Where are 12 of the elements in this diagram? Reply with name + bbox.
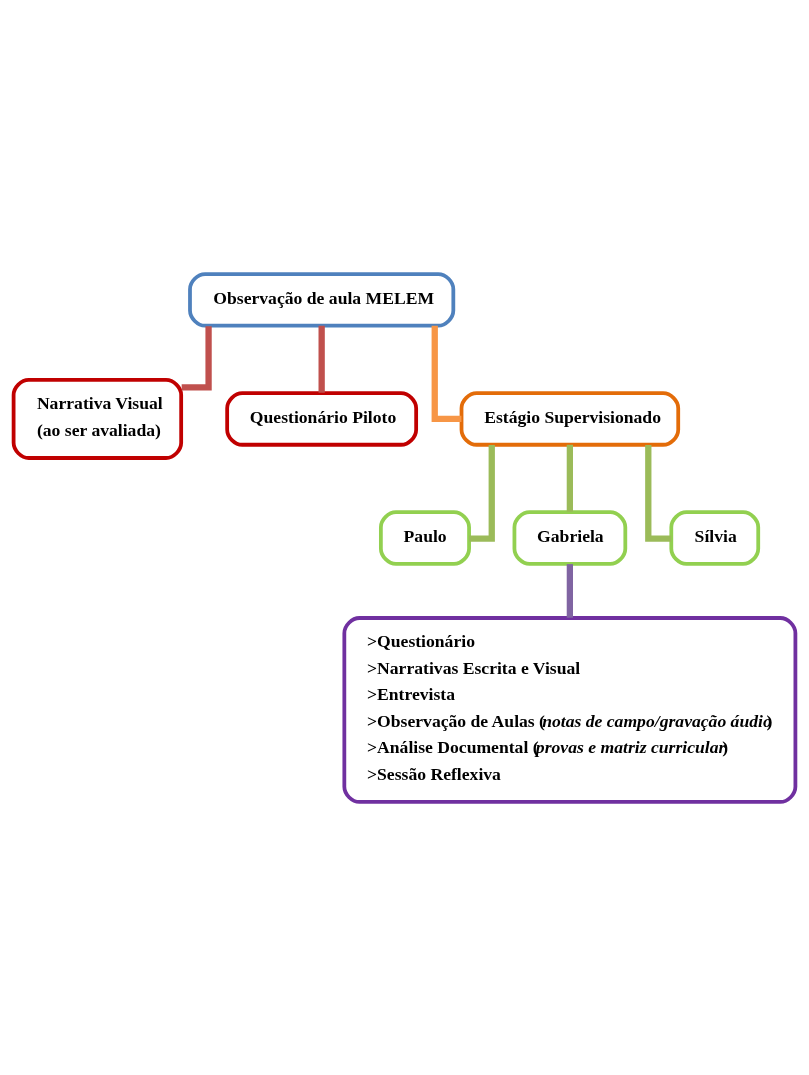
node-box: Gabriela: [512, 509, 628, 566]
node-box: Sílvia: [669, 509, 761, 566]
connector: [566, 444, 573, 512]
connector: [318, 325, 325, 393]
node-box: Paulo: [379, 509, 471, 566]
node-box: Estágio Supervisionado: [459, 390, 681, 447]
connector: [566, 563, 573, 618]
node-box: Narrativa Visual (ao ser avaliada): [11, 377, 184, 460]
node-box: Observação de aula MELEM: [188, 271, 456, 328]
connector: [645, 444, 672, 542]
node-box: Questionário Piloto: [225, 390, 419, 447]
connector: [469, 444, 495, 542]
